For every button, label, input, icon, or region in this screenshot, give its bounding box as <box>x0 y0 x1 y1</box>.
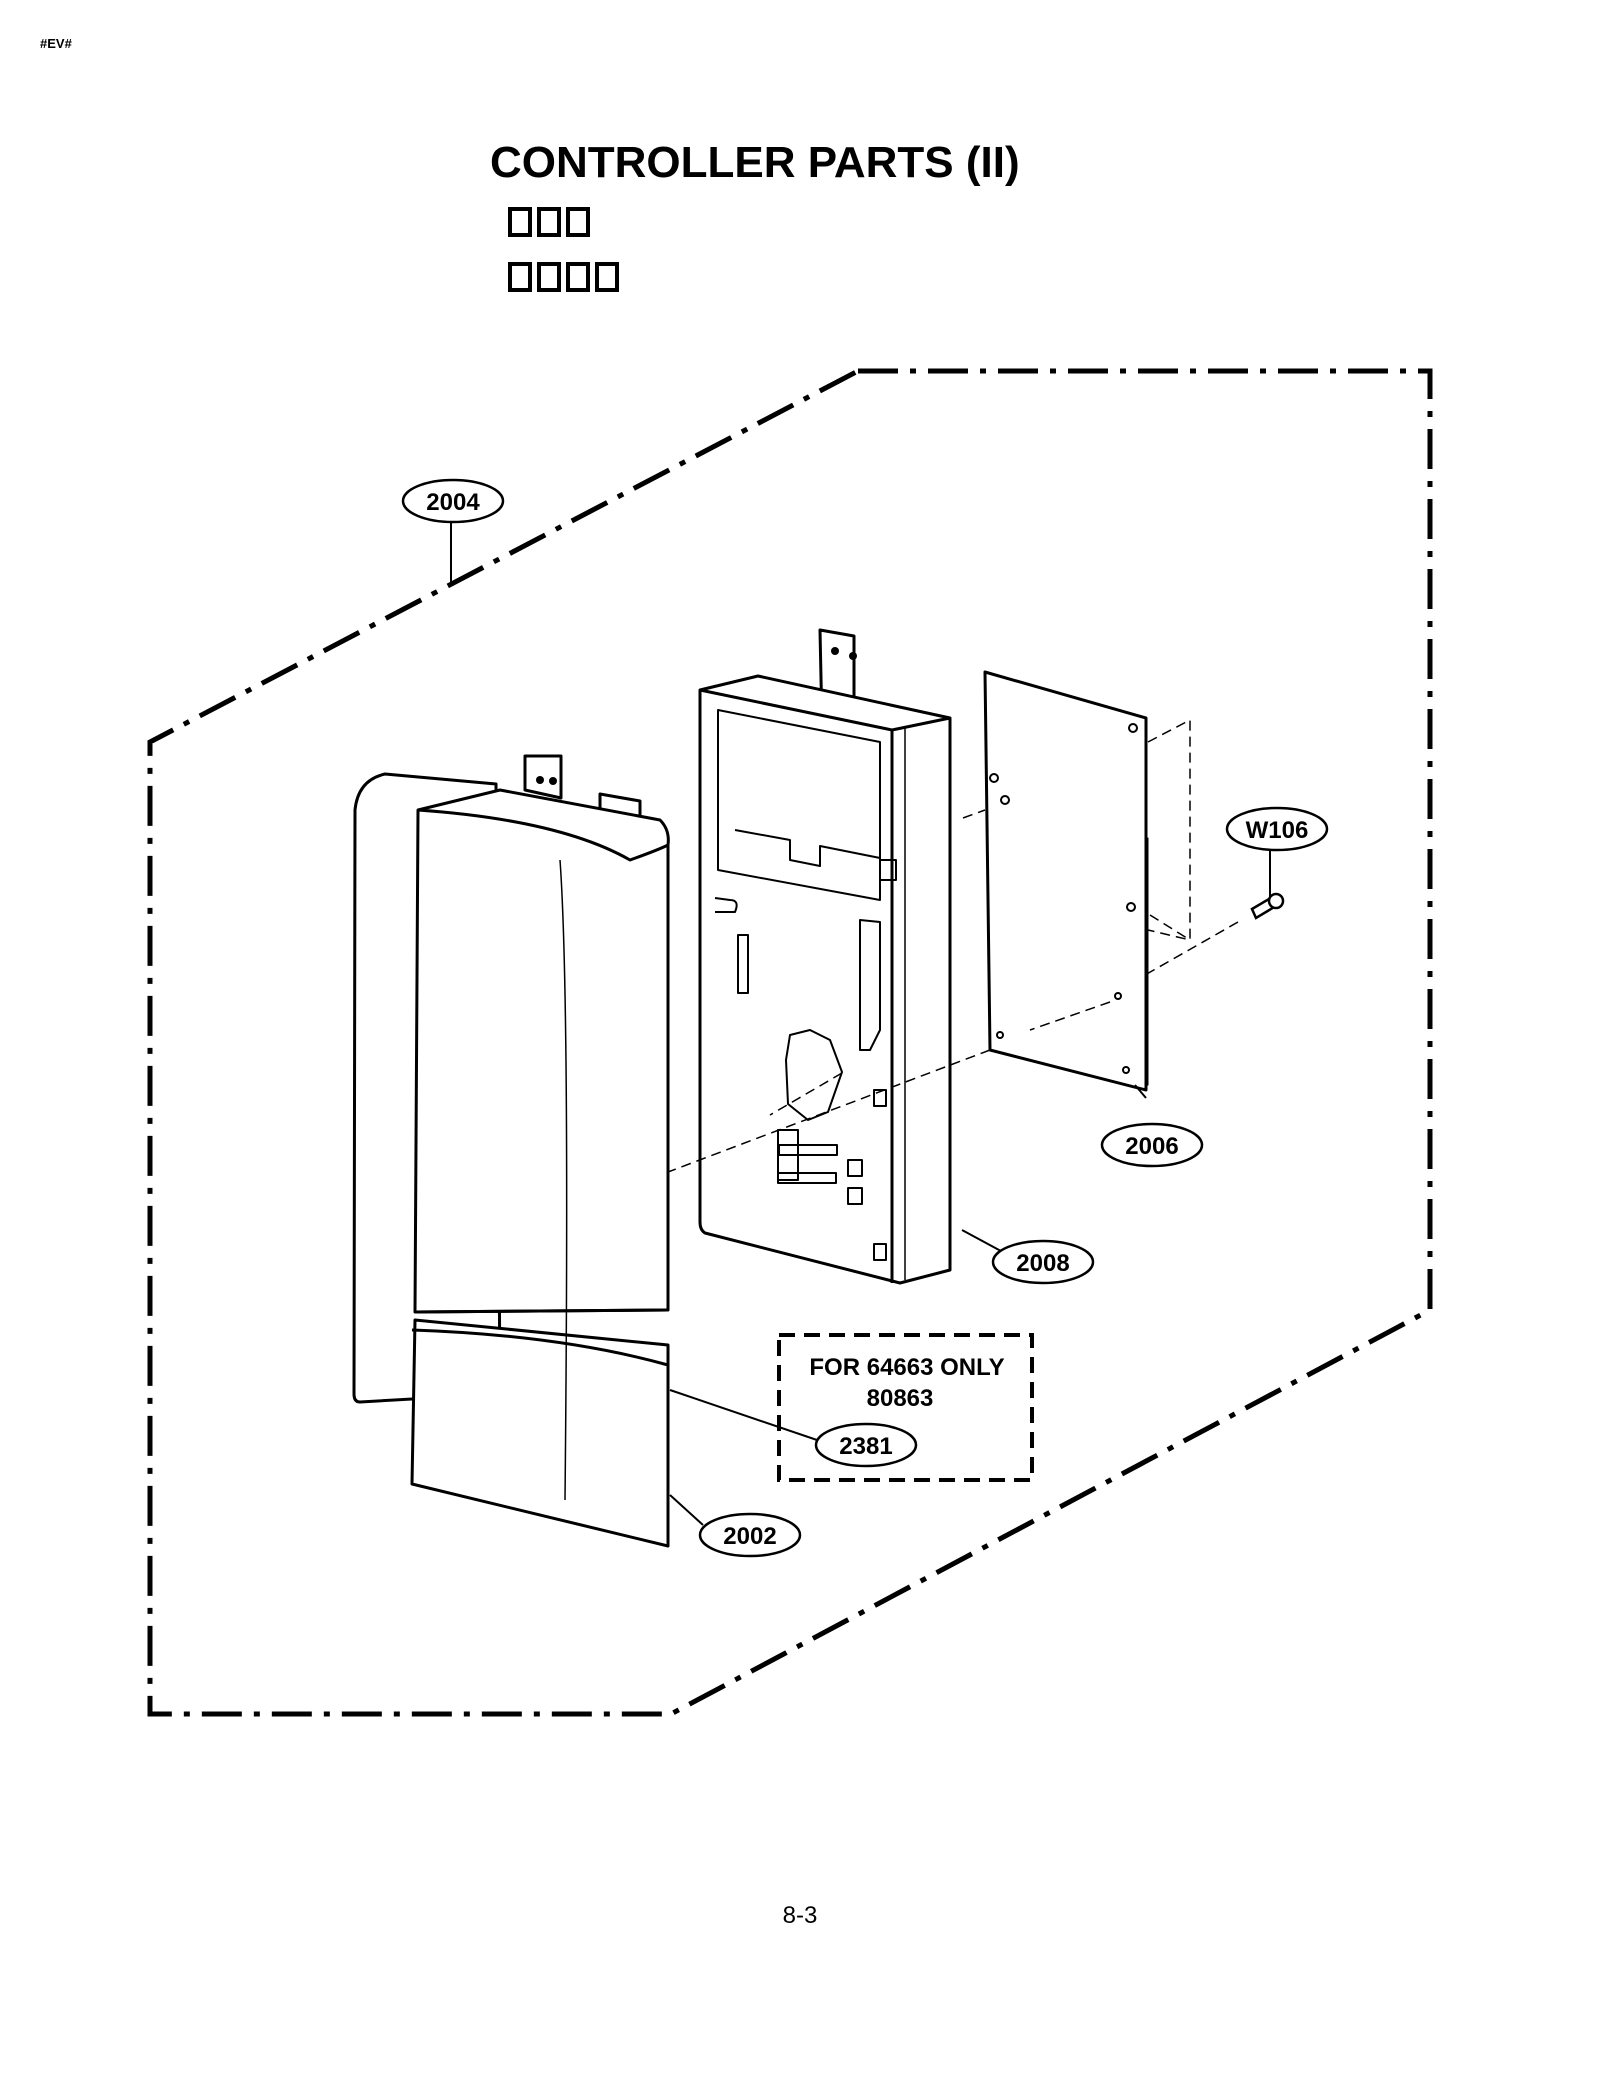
model-note-line-1: FOR 64663 ONLY <box>809 1354 1004 1381</box>
page-number: 8-3 <box>782 1902 818 1929</box>
callout-w106: W106 <box>1225 806 1329 852</box>
placeholder-glyph <box>566 207 590 237</box>
placeholder-glyph <box>566 262 590 292</box>
callout-2381-label: 2381 <box>839 1433 892 1460</box>
callout-leaders <box>669 1084 1147 1526</box>
placeholder-glyph-row-2 <box>508 262 619 292</box>
front-cover-part <box>352 754 670 1548</box>
model-note-line-2: 80863 <box>867 1385 934 1412</box>
callout-w106-label: W106 <box>1246 817 1309 844</box>
placeholder-glyph <box>537 262 561 292</box>
pcb-board-part <box>983 670 1149 1092</box>
placeholder-glyph-row-1 <box>508 207 590 237</box>
assembly-guide-lines <box>667 718 1239 1173</box>
callout-2002: 2002 <box>698 1512 802 1558</box>
callout-2004-label: 2004 <box>426 489 480 516</box>
header-code: #EV# <box>40 36 72 51</box>
page-title: CONTROLLER PARTS (II) <box>490 138 1020 187</box>
callout-2008: 2008 <box>991 1239 1095 1285</box>
callout-2008-label: 2008 <box>1016 1250 1069 1277</box>
placeholder-glyph <box>595 262 619 292</box>
assembly-boundary <box>147 368 1433 1717</box>
placeholder-glyph <box>508 207 532 237</box>
controller-frame-part <box>698 628 952 1285</box>
screw-w106-part <box>1250 851 1285 920</box>
placeholder-glyph <box>537 207 561 237</box>
callout-2006-label: 2006 <box>1125 1133 1178 1160</box>
callout-2002-label: 2002 <box>723 1523 776 1550</box>
model-note-box <box>777 1333 1034 1482</box>
callout-2381: 2381 <box>814 1422 918 1468</box>
callout-2006: 2006 <box>1100 1122 1204 1168</box>
callout-2004: 2004 <box>401 478 505 524</box>
placeholder-glyph <box>508 262 532 292</box>
